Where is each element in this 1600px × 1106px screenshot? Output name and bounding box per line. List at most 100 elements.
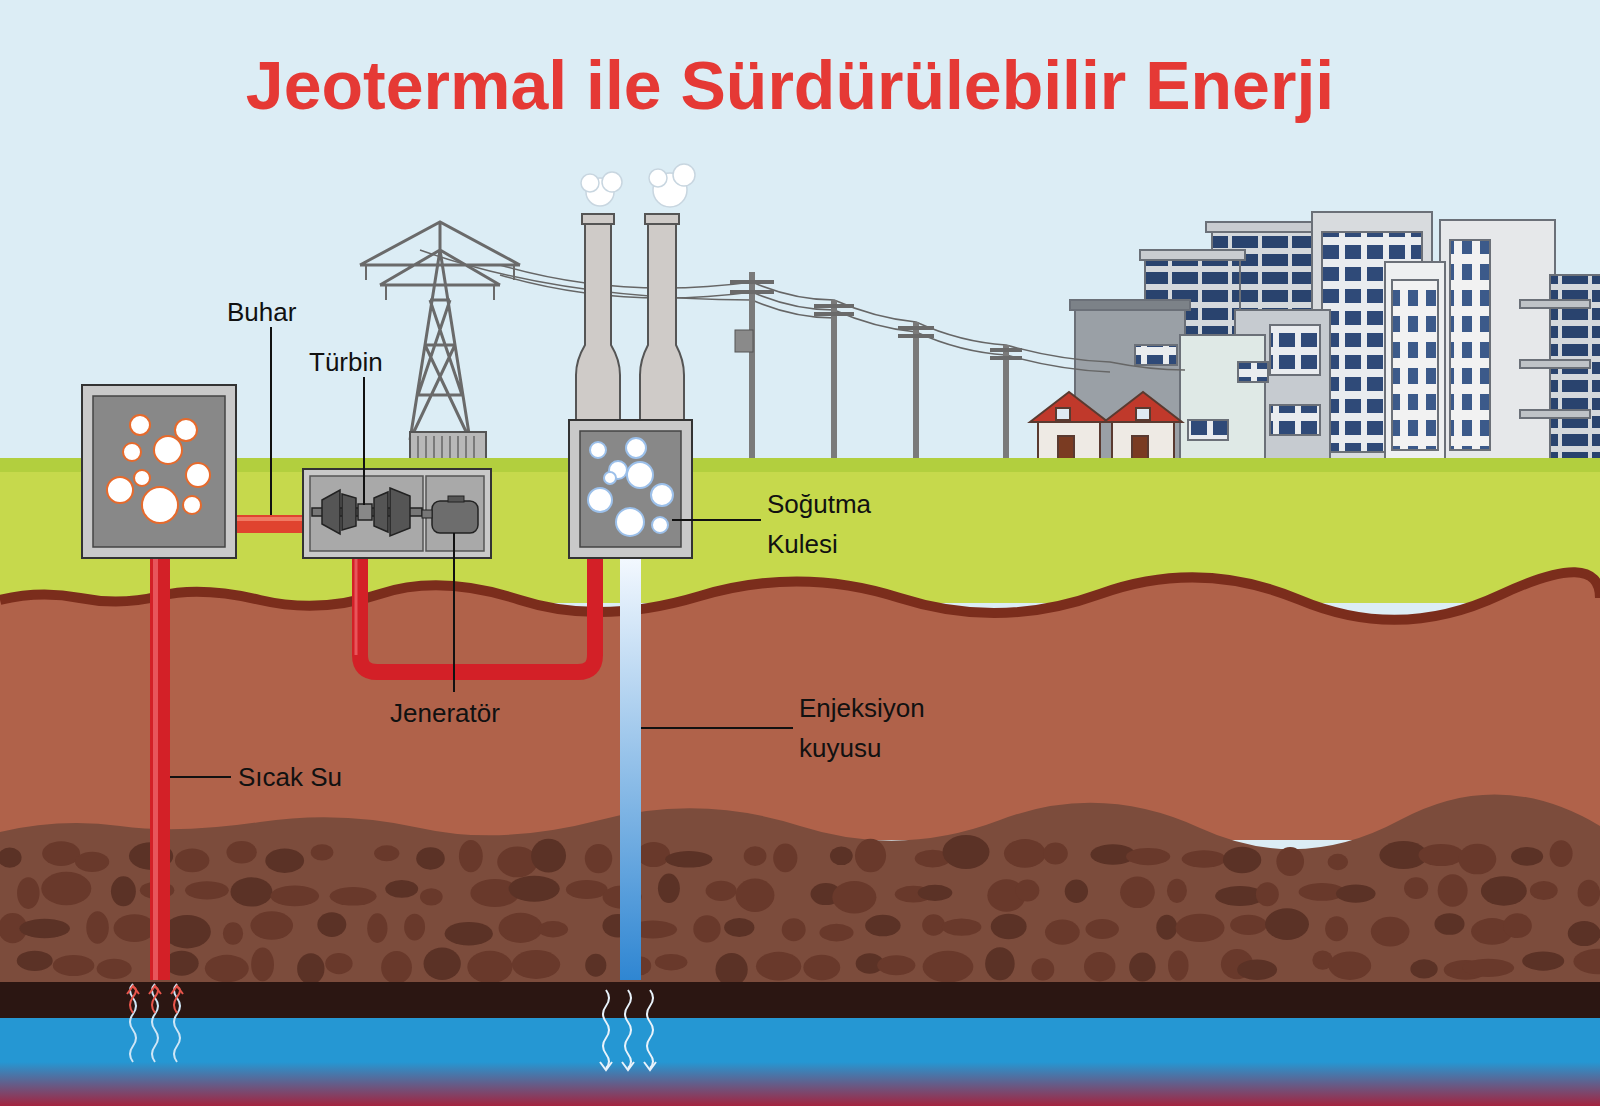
rock	[585, 954, 606, 977]
rock	[830, 847, 853, 866]
cooling-tower-box	[569, 420, 692, 558]
rock	[637, 842, 670, 867]
rock	[75, 852, 109, 872]
rock	[1237, 960, 1277, 980]
rock	[1156, 915, 1177, 940]
rock	[385, 880, 418, 898]
rock	[420, 888, 443, 905]
rock	[1223, 847, 1261, 874]
rock	[658, 874, 680, 903]
chimney-smoke	[581, 164, 695, 207]
rock	[509, 876, 560, 902]
rock	[1462, 959, 1514, 977]
rock	[1084, 952, 1115, 981]
city-buildings	[1070, 212, 1600, 460]
transmission-pylon	[360, 222, 520, 440]
rock	[19, 919, 70, 938]
rock	[1438, 874, 1468, 907]
rock	[497, 846, 537, 877]
part-label: Jeneratör	[390, 693, 550, 733]
part-label: Sıcak Su	[238, 757, 398, 797]
rock	[1418, 844, 1464, 866]
soil-layer	[0, 572, 1600, 840]
rock	[250, 911, 293, 940]
rock	[715, 953, 747, 986]
rock	[782, 918, 806, 941]
chimneys	[576, 214, 684, 422]
soil-edge	[0, 572, 1600, 620]
rock	[41, 872, 91, 905]
rock	[985, 947, 1015, 980]
steam-separator	[82, 385, 236, 558]
rock	[459, 840, 483, 872]
rock	[832, 881, 876, 914]
rock	[1256, 882, 1279, 906]
rock	[991, 914, 1027, 940]
rock	[655, 954, 687, 971]
rock	[1276, 847, 1304, 876]
rock	[512, 950, 560, 979]
rock	[803, 955, 840, 980]
rock	[265, 849, 304, 873]
rock	[773, 843, 797, 872]
rock	[566, 880, 608, 899]
rock	[1015, 880, 1039, 902]
rock	[53, 955, 94, 976]
rock	[325, 953, 352, 974]
injection-pipe	[620, 556, 641, 980]
part-label: Buhar	[227, 292, 347, 332]
rock	[756, 952, 801, 981]
underground-reservoir	[0, 1018, 1600, 1106]
steam-pipe	[236, 515, 304, 533]
rock	[270, 886, 319, 907]
rock	[724, 918, 754, 937]
rock	[97, 959, 132, 979]
rock	[1329, 951, 1372, 979]
rock	[1530, 881, 1558, 900]
rock	[1065, 880, 1088, 903]
generator-symbol	[422, 496, 478, 533]
rock	[744, 846, 767, 866]
rock	[1167, 879, 1187, 903]
leader-lines	[170, 327, 793, 777]
rock	[1086, 919, 1119, 939]
rock	[923, 951, 974, 983]
rock	[693, 915, 720, 942]
rock	[1404, 877, 1428, 899]
rock	[42, 841, 80, 866]
rock	[467, 951, 512, 983]
rock	[223, 922, 243, 944]
bedrock	[0, 982, 1600, 1020]
rock	[1045, 920, 1080, 945]
rock	[317, 912, 346, 937]
part-label: Enjeksiyon kuyusu	[799, 688, 969, 768]
rock	[251, 947, 274, 981]
sky	[0, 0, 1600, 470]
rock	[111, 876, 136, 906]
rock	[1434, 913, 1464, 935]
rock	[665, 851, 712, 868]
rock	[1129, 952, 1155, 981]
rock	[499, 913, 543, 943]
rock	[17, 951, 53, 971]
rock	[163, 915, 210, 948]
rock	[0, 847, 22, 867]
rock	[230, 877, 272, 906]
pipe-highlight	[355, 556, 358, 655]
rock	[1182, 850, 1227, 868]
turbine-symbol	[312, 488, 422, 536]
rock	[185, 881, 229, 899]
rock	[1126, 848, 1170, 865]
part-label: Türbin	[309, 342, 429, 382]
rock	[918, 885, 953, 901]
rock	[86, 911, 109, 944]
rock	[374, 845, 399, 861]
rock	[1573, 949, 1600, 975]
rock	[297, 953, 324, 984]
rock	[538, 921, 568, 937]
grass-edge	[0, 458, 1600, 472]
rock	[226, 841, 256, 863]
turbine-house	[303, 469, 491, 558]
rock	[1120, 877, 1155, 909]
rock	[1481, 876, 1527, 906]
